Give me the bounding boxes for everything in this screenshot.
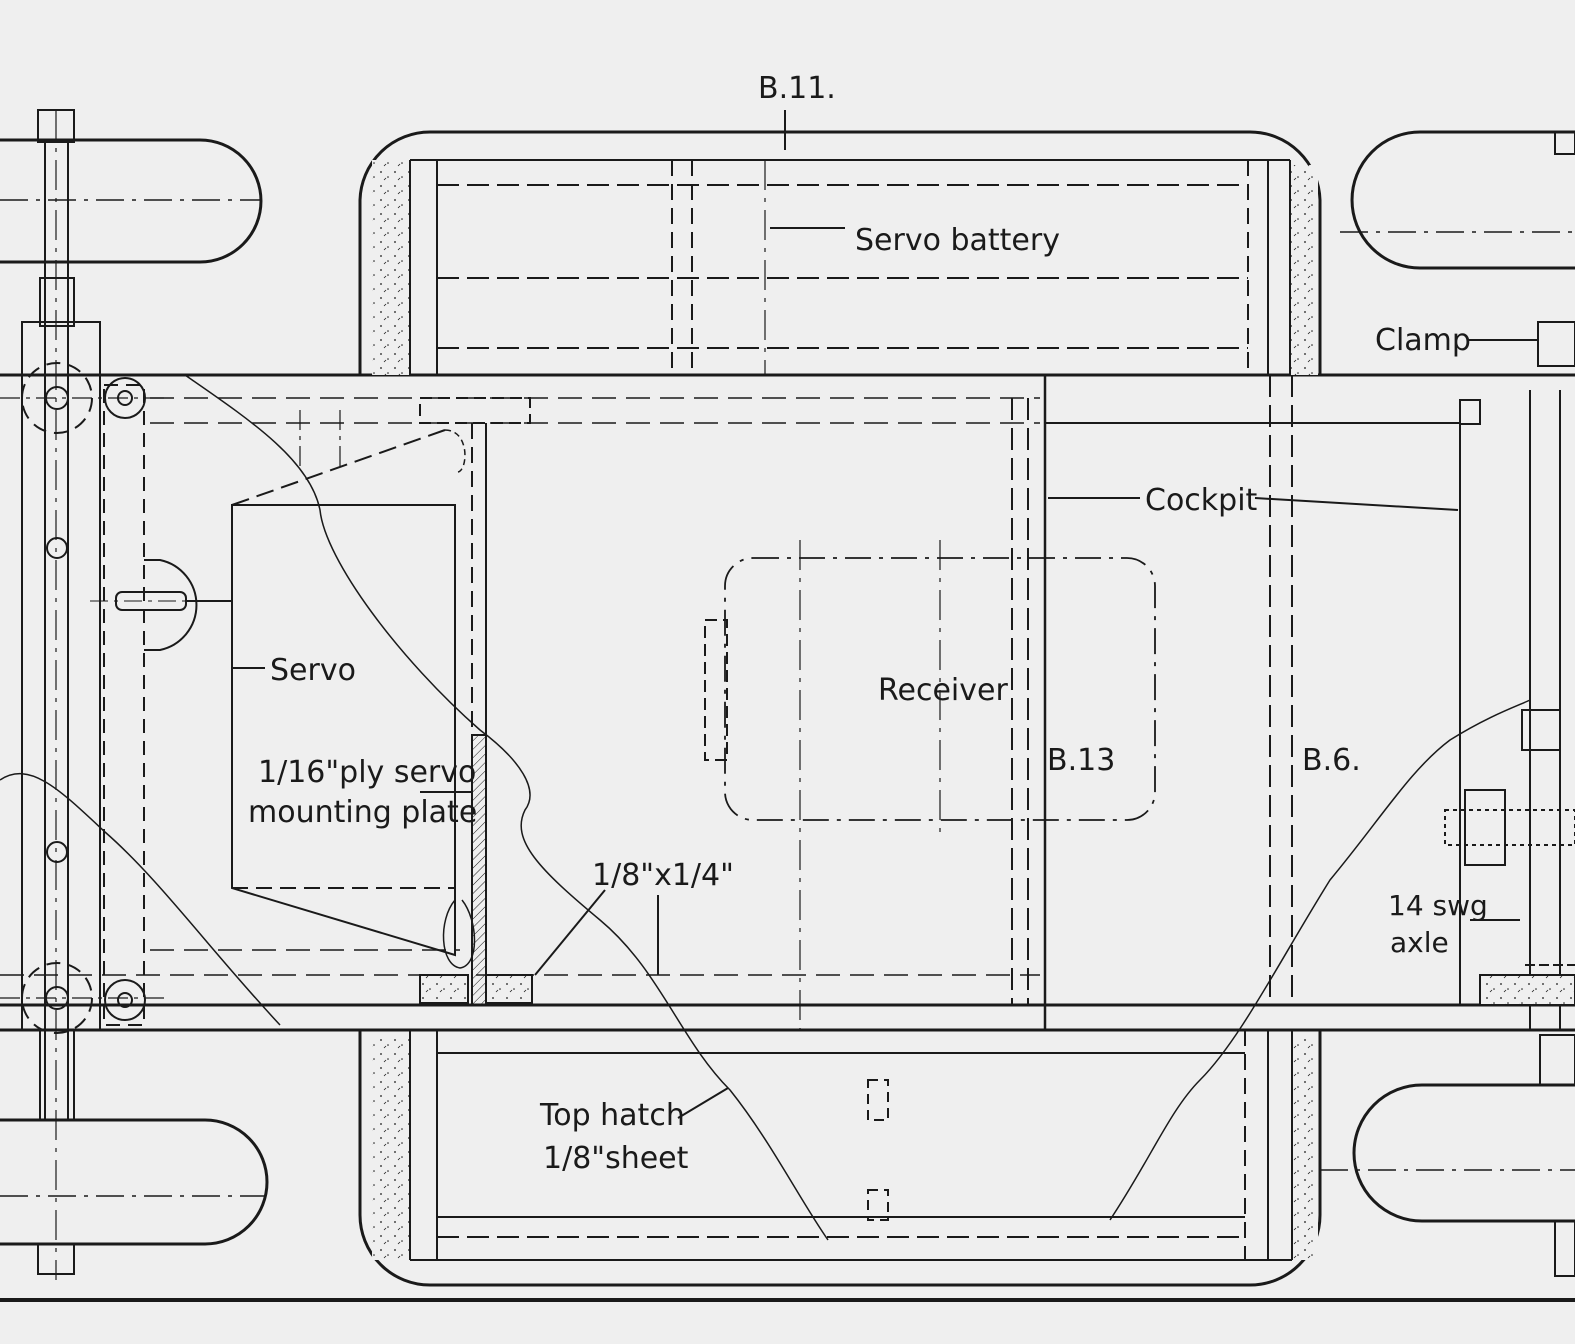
chassis-rails (0, 373, 1575, 1032)
right-wheel-top (1340, 130, 1575, 367)
left-wheel-top (0, 109, 263, 264)
label-clamp: Clamp (1375, 323, 1471, 358)
label-receiver: Receiver (878, 673, 1008, 708)
label-ply-plate-line2: mounting plate (248, 795, 477, 830)
label-b11: B.11. (758, 71, 836, 106)
cutaway-break-line (0, 374, 1531, 1241)
servo-block (231, 410, 476, 969)
label-servo-battery: Servo battery (855, 223, 1060, 258)
label-b13: B.13 (1047, 743, 1115, 778)
receiver-outline (704, 540, 1156, 1030)
right-axle-gear (1444, 390, 1575, 1030)
label-b6: B.6. (1302, 743, 1361, 778)
top-hatch-box (358, 1030, 1322, 1287)
bulkhead-b6 (1269, 375, 1293, 1005)
label-strip-size: 1/8"x1/4" (592, 858, 734, 893)
label-hatch-line1: Top hatch (539, 1098, 685, 1133)
label-axle-line1: 14 swg (1388, 889, 1488, 922)
left-pivot-bosses (0, 362, 170, 1034)
label-servo: Servo (270, 653, 356, 688)
label-cockpit: Cockpit (1145, 483, 1258, 518)
bulkhead-b13 (1011, 398, 1029, 1005)
servo-mounting-plate (419, 397, 531, 1006)
left-wheel-bottom (0, 1118, 269, 1275)
left-axle-housing (21, 110, 145, 1280)
label-axle-line2: axle (1390, 926, 1449, 959)
battery-box-b11 (358, 110, 1322, 375)
leader-lines (232, 227, 1538, 1119)
right-wheel-bottom (1320, 1034, 1575, 1277)
servo-output-arm (90, 559, 232, 651)
strip-blocks (419, 974, 533, 1004)
label-hatch-line2: 1/8"sheet (543, 1141, 689, 1176)
label-ply-plate-line1: 1/16"ply servo (258, 755, 476, 790)
